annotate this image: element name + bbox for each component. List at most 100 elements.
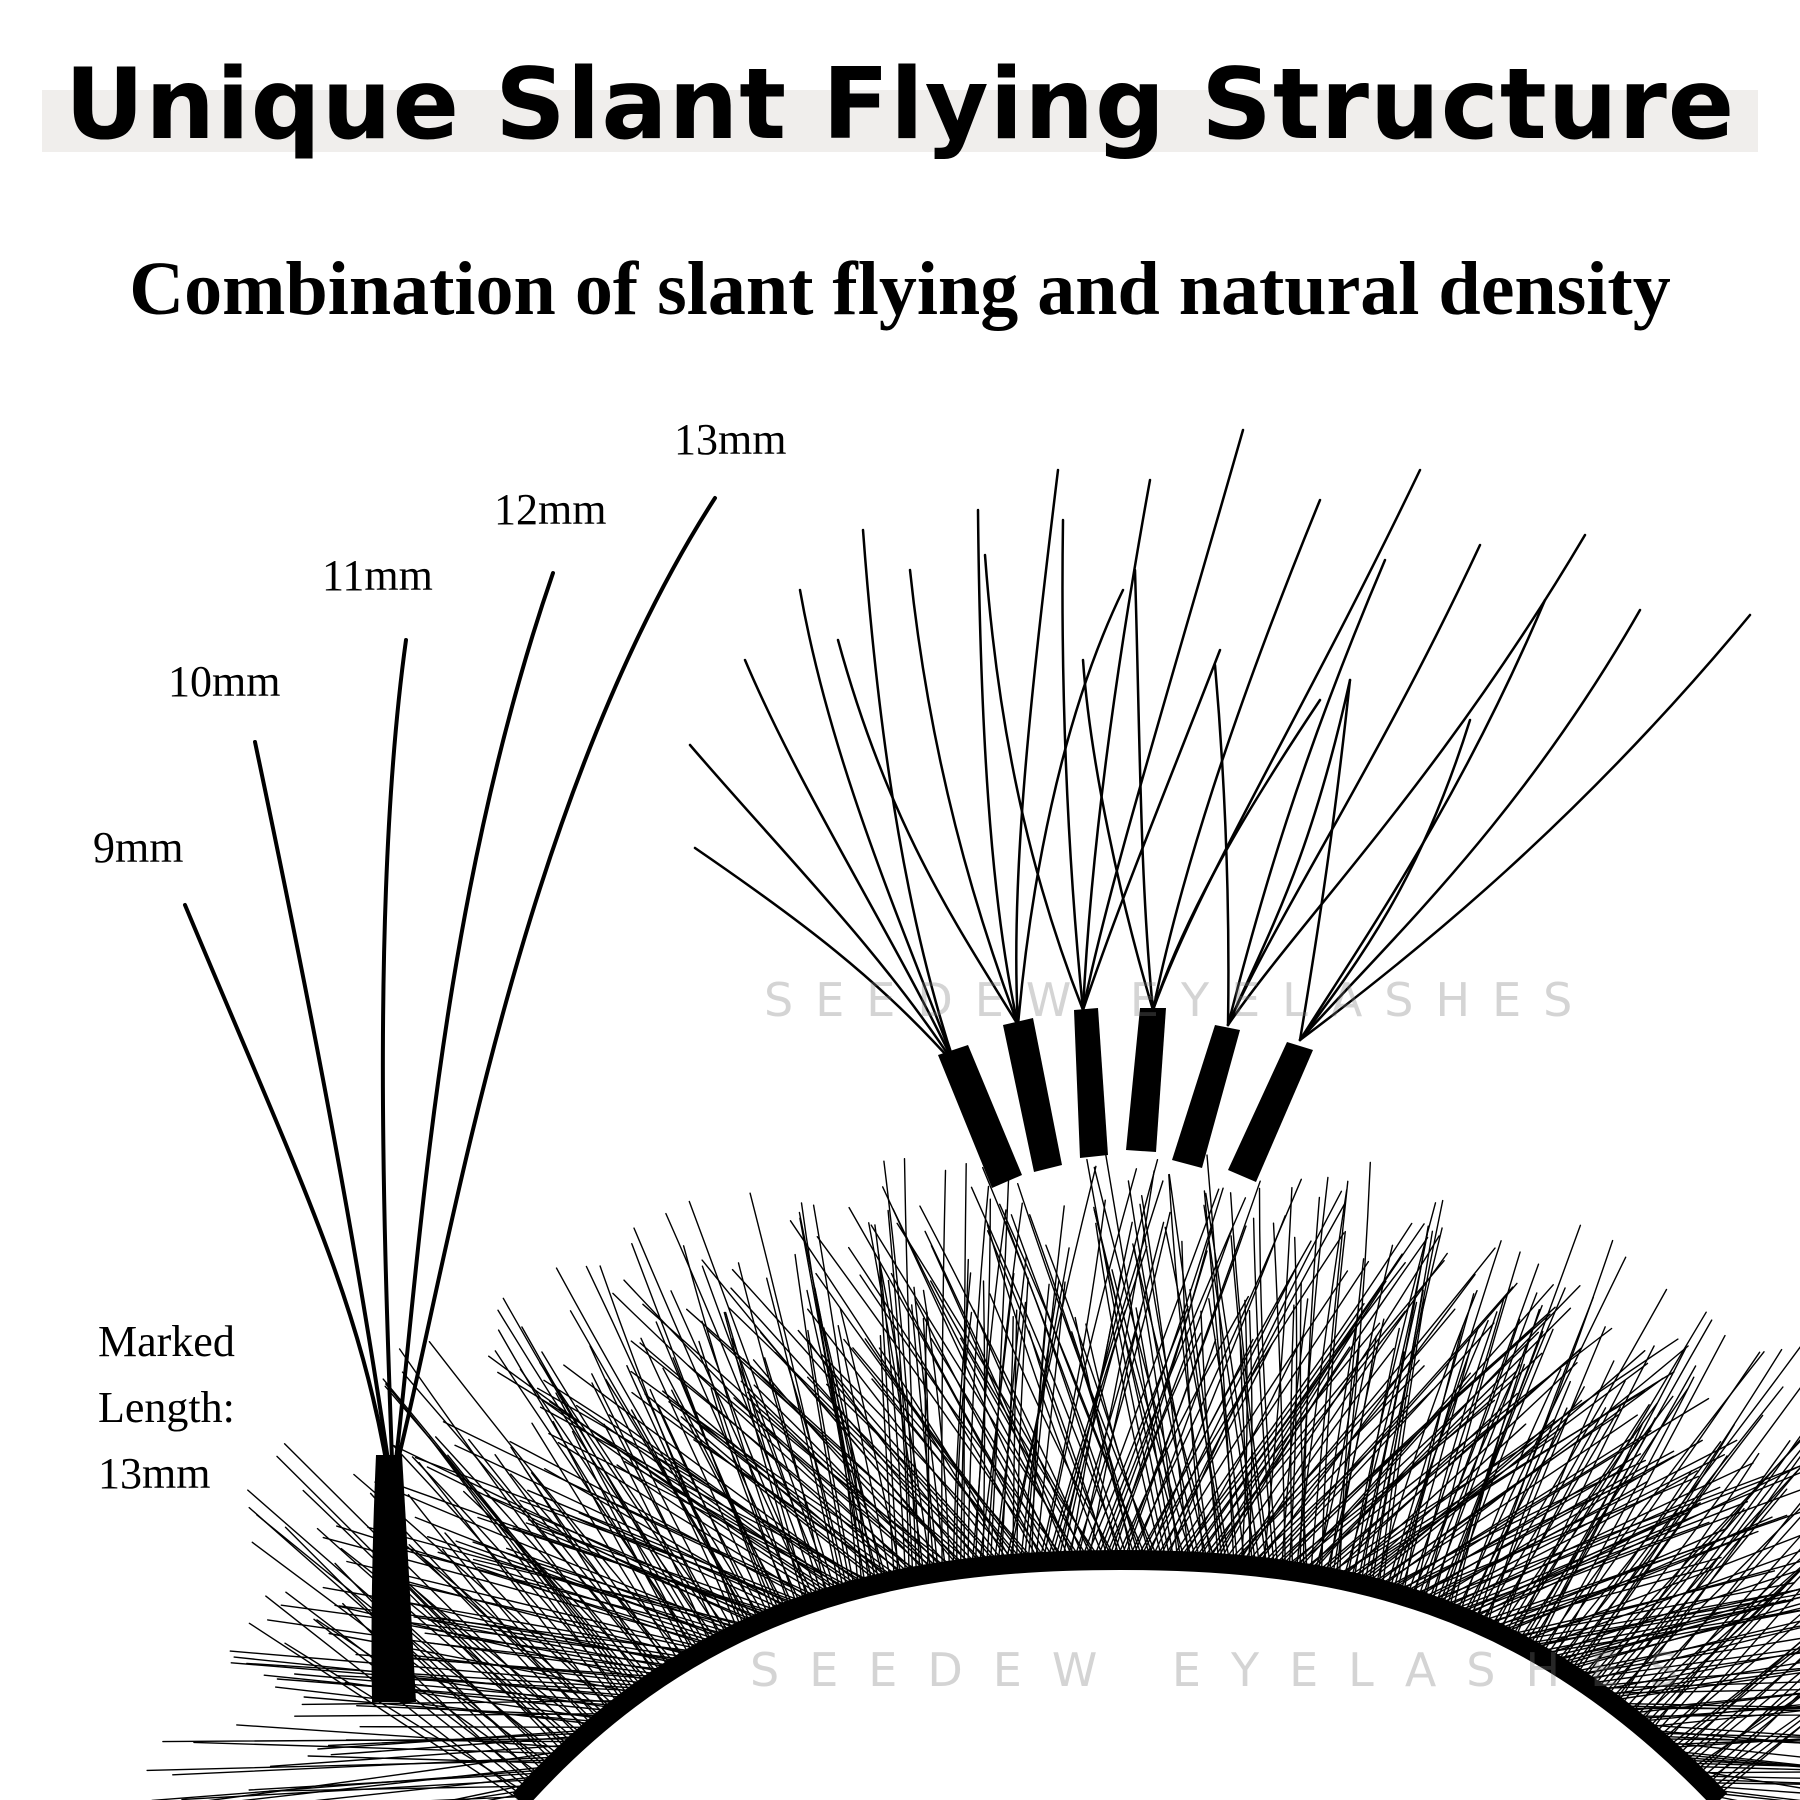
strip-lash-fiber — [868, 1222, 925, 1576]
strip-lash-fiber — [728, 1307, 988, 1567]
strip-lash-fiber — [1016, 1277, 1029, 1565]
strip-lash-fiber — [1699, 1696, 1800, 1781]
strip-lash-fiber — [775, 1352, 980, 1568]
strip-lash-fiber — [1299, 1176, 1329, 1573]
strip-lash-fiber — [1244, 1359, 1420, 1567]
strip-lash-fiber — [930, 1280, 1102, 1561]
watermark-lower: SEEDEW EYELASHES — [750, 1643, 1709, 1697]
strip-lash-fiber — [1208, 1298, 1246, 1567]
strip-lash-fiber — [1189, 1289, 1231, 1565]
strip-lash-fiber — [1682, 1762, 1800, 1767]
strip-lash-fiber — [1164, 1226, 1228, 1565]
strip-lash-fiber — [444, 1532, 618, 1710]
marked-length-line-1: Marked — [98, 1317, 235, 1366]
strip-lash-fiber — [1513, 1345, 1655, 1642]
strip-lash-fiber — [1635, 1704, 1800, 1723]
strip-lash-fiber — [1642, 1568, 1800, 1728]
strip-lash-fiber — [731, 1338, 824, 1600]
strip-lash-fiber — [248, 1622, 521, 1800]
strip-lash-fiber — [1240, 1299, 1248, 1566]
fan-lash-5 — [1213, 533, 1587, 1027]
strip-lash-fiber — [896, 1222, 1098, 1561]
strip-lash-fiber — [1291, 1372, 1471, 1572]
strip-lash-fiber — [1561, 1607, 1800, 1669]
strip-lash-fiber — [1284, 1331, 1539, 1571]
strip-lash-fiber — [506, 1547, 740, 1634]
strip-lash-fiber — [871, 1378, 1025, 1564]
strip-lash-fiber — [1454, 1256, 1627, 1615]
strip-lash-fiber — [671, 1389, 789, 1613]
strip-lash-fiber — [1335, 1338, 1679, 1580]
strip-lash-fiber — [276, 1455, 569, 1752]
strip-lash-fiber — [539, 1362, 726, 1640]
strip-lash-fiber — [1370, 1414, 1620, 1588]
strip-lash-fiber — [1695, 1775, 1800, 1780]
fan-lash-2-base — [1003, 1018, 1062, 1172]
strip-lash-fiber — [999, 1203, 1144, 1561]
strip-lash-fiber — [1561, 1386, 1784, 1669]
strip-lash-fiber — [890, 1272, 1052, 1563]
strip-lash-fiber — [1259, 1286, 1514, 1568]
strip-lash-fiber — [671, 1456, 863, 1589]
strip-lash-fiber — [794, 1253, 852, 1592]
strip-lash-fiber — [1574, 1620, 1800, 1678]
strip-lash-fiber — [1712, 1725, 1800, 1794]
strip-lash-fiber — [1395, 1397, 1710, 1595]
strip-lash-fiber — [316, 1619, 543, 1777]
strip-lash-fiber — [1195, 1223, 1425, 1563]
page-title: Unique Slant Flying Structure — [64, 48, 1736, 162]
strip-lash-fiber — [376, 1576, 706, 1651]
strip-lash-fiber — [1413, 1311, 1498, 1600]
strip-lash-fiber — [1665, 1641, 1800, 1749]
strip-lash-fiber — [737, 1262, 838, 1596]
strip-lash-fiber — [1695, 1678, 1800, 1777]
strip-lash-fiber — [569, 1310, 757, 1626]
strip-lash-fiber — [536, 1395, 831, 1598]
strip-lash-fiber — [1618, 1455, 1800, 1710]
strip-lash-fiber — [229, 1650, 648, 1687]
strip-lash-fiber — [612, 1292, 921, 1576]
strip-lash-fiber — [1127, 1180, 1201, 1563]
marked-length-line-2: Length: — [98, 1383, 235, 1432]
strip-lash-fiber — [797, 1329, 1003, 1566]
strip-lash-fiber — [284, 1526, 540, 1781]
strip-lash-fiber — [639, 1342, 907, 1579]
strip-lash-fiber — [1157, 1203, 1346, 1562]
strip-lash-fiber — [1594, 1440, 1791, 1692]
length-label-10mm: 10mm — [168, 657, 281, 706]
strip-lash-fiber — [314, 1775, 543, 1800]
strip-lash-fiber — [616, 1464, 827, 1599]
strip-lash-fiber — [1427, 1304, 1543, 1605]
strip-lash-fiber — [316, 1527, 573, 1749]
strip-lash-fiber — [686, 1308, 969, 1569]
strip-lash-fiber — [1679, 1659, 1800, 1761]
strip-lash-fiber — [1625, 1558, 1800, 1715]
strip-lash-fiber — [539, 1406, 878, 1585]
fan-lash-2 — [836, 468, 1125, 1027]
strip-lash-fiber — [359, 1726, 595, 1728]
strip-lash-fiber — [519, 1499, 806, 1606]
strip-lash-fiber — [377, 1556, 592, 1731]
strip-lash-fiber — [1328, 1244, 1394, 1578]
strip-lash-fiber — [1465, 1489, 1800, 1620]
strip-lash-fiber — [521, 1326, 709, 1649]
strip-lash-fiber — [630, 1340, 914, 1578]
strip-lash-fiber — [959, 1337, 1090, 1561]
strip-lash-fiber — [369, 1492, 599, 1726]
strip-lash-fiber — [400, 1548, 733, 1637]
strip-lash-fiber — [1402, 1325, 1464, 1597]
strip-lash-fiber — [276, 1678, 622, 1707]
strip-lash-fiber — [982, 1280, 986, 1568]
strip-lash-fiber — [1632, 1566, 1800, 1720]
strip-lash-fiber — [1085, 1323, 1156, 1562]
strip-lash-fiber — [1360, 1399, 1583, 1585]
strip-lash-fiber — [1658, 1741, 1800, 1758]
strip-lash-fiber — [1093, 1206, 1186, 1562]
strip-lash-fiber — [346, 1560, 709, 1649]
strip-lash-fiber — [1499, 1360, 1615, 1635]
strip-lash-fiber — [403, 1601, 682, 1665]
strip-lash-fiber — [1385, 1293, 1475, 1592]
strip-lash-fiber — [1093, 1166, 1198, 1563]
strip-lash-fiber — [1662, 1589, 1800, 1746]
